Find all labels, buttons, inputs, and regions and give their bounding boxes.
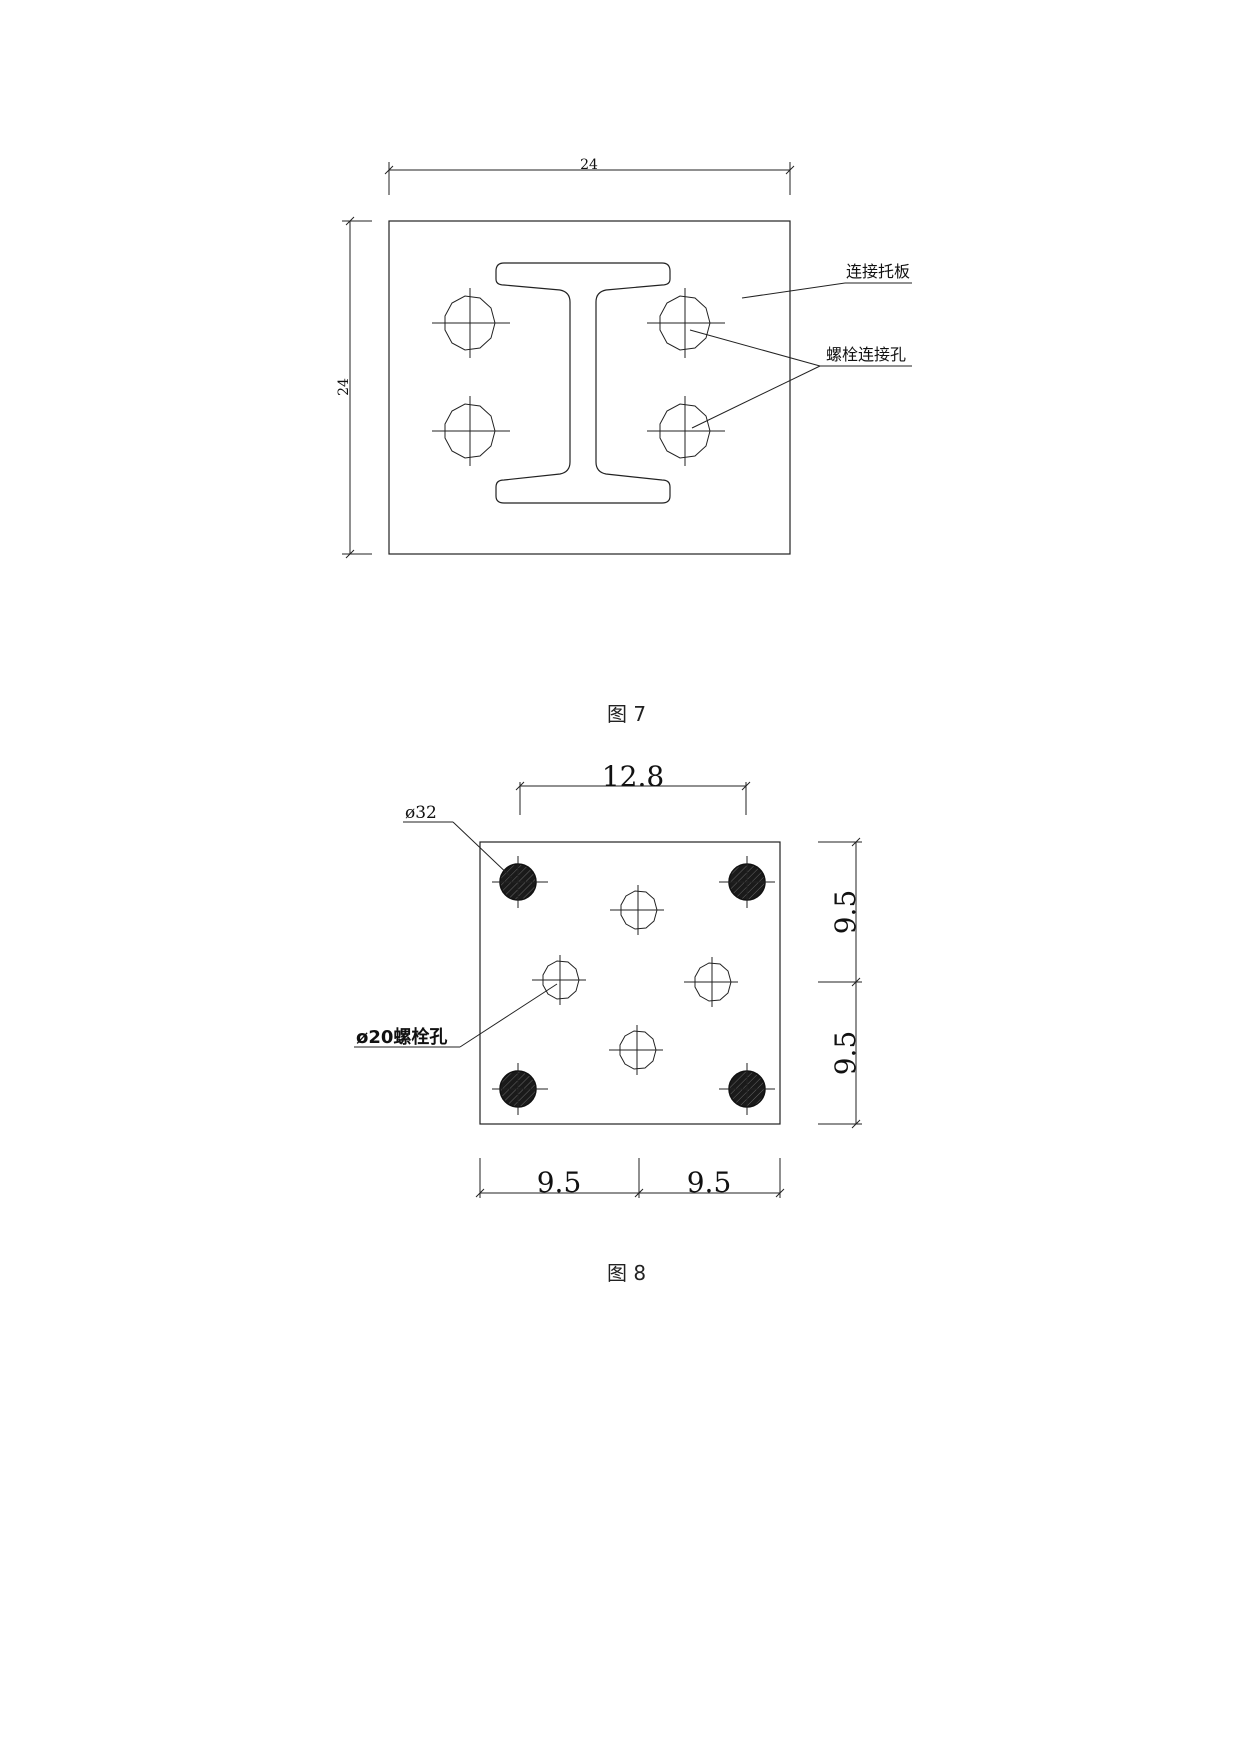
figure-7-caption: 图 7 (607, 702, 647, 726)
large-hole-top-right (719, 856, 775, 908)
bolt-hole-top-left (432, 288, 510, 358)
leader-small-hole: ø20螺栓孔 (354, 983, 558, 1048)
dim-top-text: 12.8 (602, 760, 664, 793)
dim-right: 9.5 9.5 (818, 837, 862, 1129)
small-hole-top (610, 885, 664, 935)
connection-plate (388, 220, 791, 555)
dim-width-text: 24 (580, 157, 598, 173)
base-plate (479, 841, 781, 1125)
dim-right-bottom-text: 9.5 (829, 1031, 862, 1076)
label-plate: 连接托板 (846, 262, 910, 281)
dim-bottom: 9.5 9.5 (475, 1158, 785, 1199)
dim-height-24: 24 (336, 216, 372, 559)
figure-7: 24 24 (336, 157, 912, 559)
dim-right-top-text: 9.5 (829, 890, 862, 935)
leader-large-hole: ø32 (403, 803, 513, 879)
small-hole-bottom (609, 1025, 663, 1075)
bolt-hole-bottom-right (647, 396, 725, 466)
dim-width-24: 24 (384, 157, 795, 195)
small-hole-left (532, 955, 586, 1005)
figure-8-caption: 图 8 (607, 1261, 647, 1285)
small-hole-right (684, 957, 738, 1007)
label-large-hole: ø32 (405, 803, 437, 823)
figure-8: 12.8 9.5 9.5 9.5 9.5 (354, 760, 862, 1199)
dim-height-text: 24 (336, 378, 352, 396)
dim-bottom-left-text: 9.5 (537, 1166, 582, 1199)
label-small-hole: ø20螺栓孔 (356, 1026, 447, 1048)
leader-bolt-hole: 螺栓连接孔 (689, 329, 912, 429)
bolt-hole-top-right (647, 288, 725, 358)
dim-top-12-8: 12.8 (515, 760, 751, 815)
dim-bottom-right-text: 9.5 (687, 1166, 732, 1199)
i-beam-section (495, 262, 671, 504)
leader-plate: 连接托板 (741, 262, 912, 299)
large-hole-bottom-right (719, 1063, 775, 1115)
bolt-hole-bottom-left (432, 396, 510, 466)
large-hole-bottom-left (492, 1063, 548, 1115)
label-bolt-hole: 螺栓连接孔 (826, 345, 906, 364)
large-hole-top-left (492, 856, 548, 908)
